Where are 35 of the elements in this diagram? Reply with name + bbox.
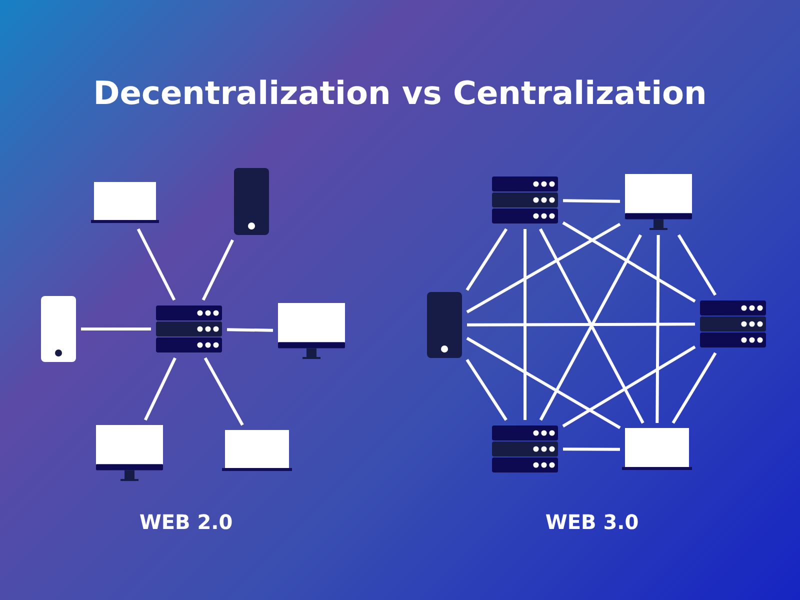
section-label: WEB 2.0: [139, 510, 233, 534]
server-icon: [156, 305, 222, 353]
server-icon: [492, 425, 558, 473]
connection-line: [563, 448, 620, 451]
connection-line: [204, 357, 244, 426]
connection-line: [466, 336, 621, 430]
connection-line: [202, 239, 234, 301]
connection-line: [672, 352, 717, 424]
connection-line: [466, 358, 508, 421]
connection-line: [81, 328, 151, 330]
server-icon: [492, 176, 558, 224]
laptop-icon: [94, 182, 156, 224]
connection-line: [677, 234, 717, 296]
monitor-icon: [96, 425, 163, 481]
monitor-icon: [278, 303, 345, 359]
connection-line: [144, 357, 176, 421]
connection-line: [656, 235, 660, 424]
phone-icon: [234, 168, 269, 235]
connection-line: [466, 228, 508, 291]
laptop-icon: [625, 428, 689, 471]
title: Decentralization vs Centralization: [92, 74, 708, 112]
connection-line: [226, 328, 274, 332]
server-icon: [700, 300, 766, 348]
phone-icon: [427, 292, 462, 358]
connection-line: [562, 199, 620, 203]
laptop-icon: [225, 430, 289, 472]
phone-icon: [41, 296, 76, 362]
connection-line: [524, 229, 526, 420]
monitor-icon: [625, 174, 692, 230]
connection-line: [562, 221, 696, 303]
connection-line: [467, 322, 695, 326]
section-label: WEB 3.0: [545, 510, 639, 534]
connection-line: [466, 222, 621, 314]
connection-line: [136, 228, 176, 301]
connection-line: [562, 346, 696, 428]
